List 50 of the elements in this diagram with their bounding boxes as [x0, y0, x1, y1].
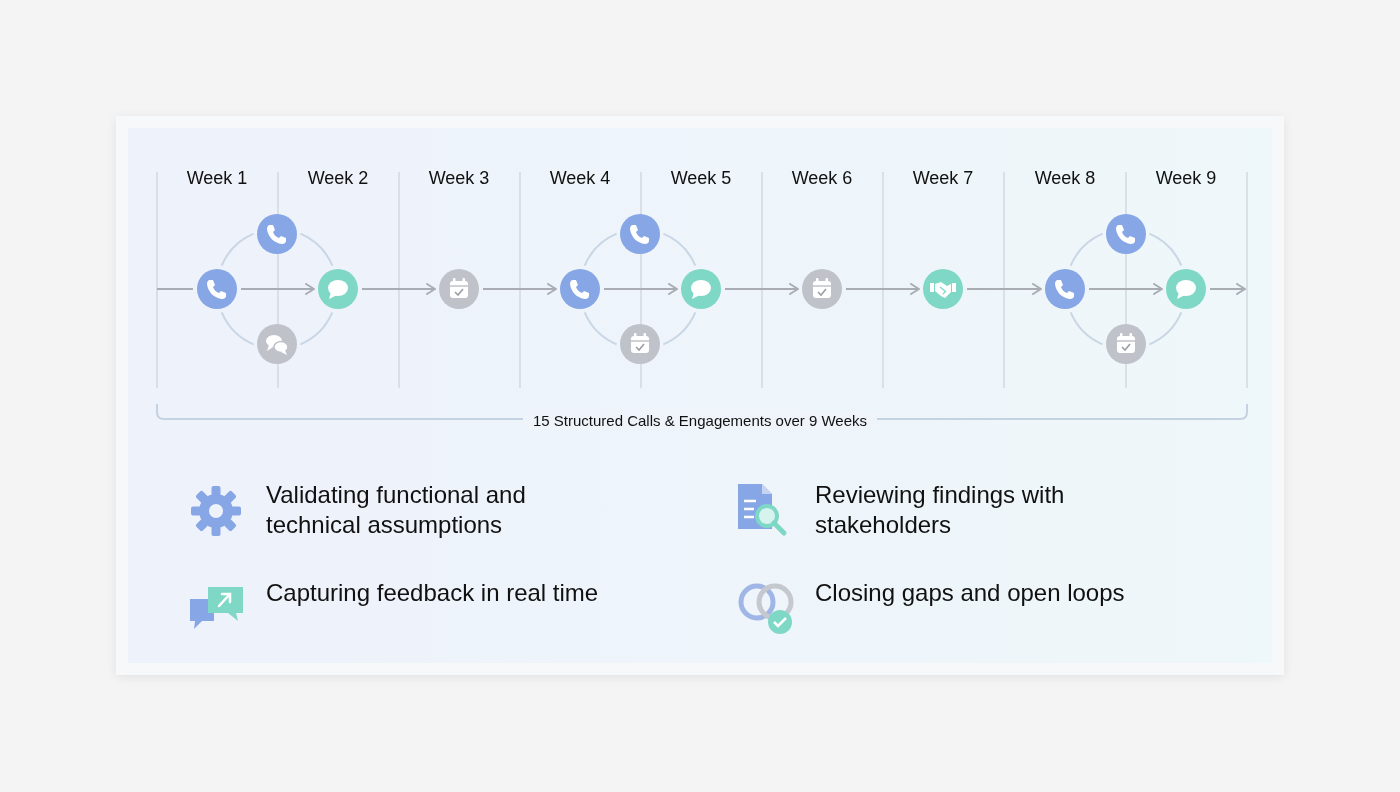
calendar-icon	[802, 269, 842, 309]
phone-icon	[1106, 214, 1146, 254]
week-label: Week 7	[912, 168, 974, 189]
phone-icon	[197, 269, 237, 309]
connector-arrow	[361, 283, 436, 295]
week-label: Week 8	[1034, 168, 1096, 189]
calendar-icon	[620, 324, 660, 364]
connector-line	[662, 232, 697, 267]
phone-icon	[1045, 269, 1085, 309]
chat-icon	[681, 269, 721, 309]
connector-arrow	[240, 283, 315, 295]
item-text: Closing gaps and open loops	[815, 578, 1126, 608]
connector-line	[220, 232, 255, 267]
connector-arrow	[966, 283, 1042, 295]
connector-line	[299, 232, 334, 267]
week-label: Week 5	[670, 168, 732, 189]
connector-line	[1069, 232, 1104, 267]
week-label: Week 1	[186, 168, 248, 189]
handshake-icon	[923, 269, 963, 309]
phone-icon	[257, 214, 297, 254]
connector-line	[299, 311, 334, 346]
connector-line	[1069, 311, 1104, 346]
week-label: Week 6	[791, 168, 853, 189]
connector-line	[1148, 232, 1183, 267]
chat-icon	[318, 269, 358, 309]
connector-line	[156, 288, 194, 290]
chat-bubbles-icon	[257, 324, 297, 364]
item-text: Reviewing findings with stakeholders	[815, 480, 1066, 540]
connector-line	[220, 311, 255, 346]
connector-line	[583, 232, 618, 267]
chat-icon	[1166, 269, 1206, 309]
item-text: Capturing feedback in real time	[266, 578, 600, 608]
connector-arrow	[724, 283, 799, 295]
connector-arrow	[603, 283, 678, 295]
connector-arrow	[482, 283, 557, 295]
phone-icon	[560, 269, 600, 309]
connector-arrow	[1088, 283, 1163, 295]
phone-icon	[620, 214, 660, 254]
connector-line	[1148, 311, 1183, 346]
week-label: Week 3	[428, 168, 490, 189]
connector-arrow	[1209, 283, 1246, 295]
calendar-icon	[1106, 324, 1146, 364]
item-text: Validating functional and technical assumptions	[266, 480, 527, 540]
connector-line	[583, 311, 618, 346]
connector-line	[662, 311, 697, 346]
week-label: Week 2	[307, 168, 369, 189]
calendar-icon	[439, 269, 479, 309]
week-label: Week 4	[549, 168, 611, 189]
connector-arrow	[845, 283, 920, 295]
week-label: Week 9	[1155, 168, 1217, 189]
